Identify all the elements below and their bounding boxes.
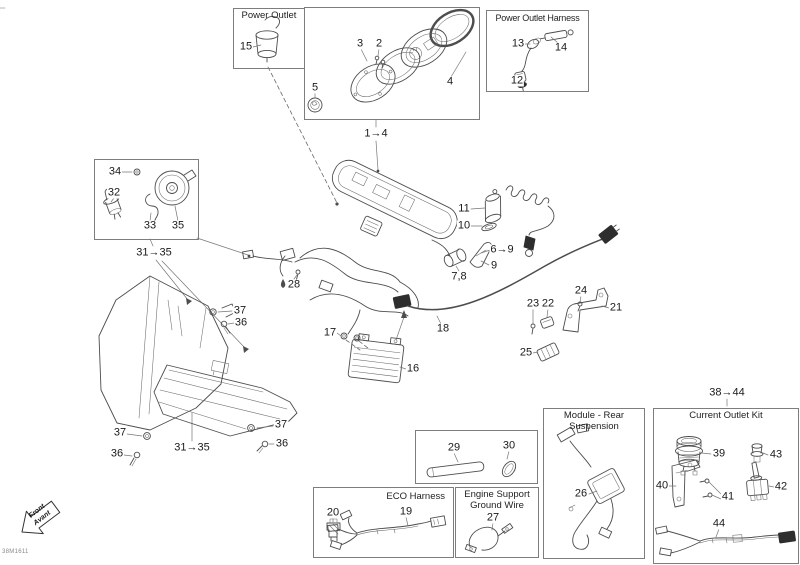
callout-2: 2 <box>374 37 384 50</box>
leader-lines <box>110 36 775 538</box>
callout-37-b: 37 <box>112 426 128 439</box>
engine-support-ground-wire-box: Engine Support Ground Wire <box>455 487 539 558</box>
headlight-fasteners-drawing <box>129 308 269 467</box>
callout-35: 35 <box>170 219 186 232</box>
ground-wire-box-title-line1: Engine Support <box>464 489 530 500</box>
headlight-bulb-kit-box <box>94 159 199 240</box>
power-outlet-harness-box: Power Outlet Harness <box>486 10 589 92</box>
figure-code: 38M1611 <box>2 549 29 555</box>
callout-17: 17 <box>322 326 338 339</box>
callout-1-4: 1→4 <box>363 127 389 140</box>
callout-15: 15 <box>238 40 254 53</box>
callout-30: 30 <box>501 439 517 452</box>
callout-24: 24 <box>573 284 589 297</box>
main-harness-drawing <box>242 159 458 351</box>
gauge-cluster-drawing <box>307 8 475 113</box>
current-outlet-kit-box: Current Outlet Kit <box>653 408 799 564</box>
callout-31-35-top: 31→35 <box>135 246 173 259</box>
current-outlet-kit-box-title: Current Outlet Kit <box>689 410 763 421</box>
callout-22: 22 <box>540 297 556 310</box>
eco-harness-drawing <box>326 509 447 550</box>
callout-3: 3 <box>355 37 365 50</box>
current-outlet-kit-drawing <box>655 436 796 557</box>
callout-9: 9 <box>489 259 499 272</box>
power-outlet-box: Power Outlet <box>233 8 305 69</box>
callout-44: 44 <box>711 517 727 530</box>
connector-lines <box>149 66 728 442</box>
callout-40: 40 <box>654 479 670 492</box>
callout-36-c: 36 <box>274 437 290 450</box>
callout-42: 42 <box>773 480 789 493</box>
callout-23: 23 <box>525 297 541 310</box>
callout-10: 10 <box>456 219 472 232</box>
callout-29: 29 <box>446 441 462 454</box>
voltage-regulator-drawing <box>347 333 405 384</box>
callout-26: 26 <box>573 487 589 500</box>
callout-16: 16 <box>405 362 421 375</box>
headlight-lens-drawing <box>153 364 298 437</box>
callout-25: 25 <box>518 346 534 359</box>
module-rear-suspension-box: Module - Rear Suspension <box>543 408 645 559</box>
callout-5: 5 <box>310 81 320 94</box>
eco-harness-box-title: ECO Harness <box>386 491 445 502</box>
callout-38-44: 38→44 <box>708 386 746 399</box>
callout-21: 21 <box>608 301 624 314</box>
callout-31-35-bottom: 31→35 <box>173 441 211 454</box>
callout-4: 4 <box>445 75 455 88</box>
power-outlet-harness-box-title: Power Outlet Harness <box>495 13 580 23</box>
callout-18: 18 <box>435 322 451 335</box>
front-direction-arrow: Front Avant <box>21 500 61 535</box>
gauge-cluster-box <box>304 7 480 120</box>
callout-7-8: 7,8 <box>450 270 468 283</box>
callout-33: 33 <box>142 219 158 232</box>
callout-6-9: 6→9 <box>489 243 515 256</box>
callout-39: 39 <box>711 447 727 460</box>
callout-32: 32 <box>106 186 122 199</box>
strip-kit-box <box>415 430 538 484</box>
callout-43: 43 <box>768 448 784 461</box>
callout-20: 20 <box>325 506 341 519</box>
headlight-housing-drawing <box>98 275 237 431</box>
module-box-title-line1: Module - Rear <box>563 410 625 421</box>
module-box-title-line2: Suspension <box>569 420 619 432</box>
callout-36-a: 36 <box>233 316 249 329</box>
callout-14: 14 <box>553 41 569 54</box>
callout-28: 28 <box>286 278 302 291</box>
ground-wire-box-title-line2: Ground Wire <box>470 499 524 511</box>
callout-34: 34 <box>107 165 123 178</box>
rear-suspension-module-drawing <box>556 423 625 550</box>
tether-cord-drawing <box>505 185 555 257</box>
harness-18-drawing <box>407 224 620 311</box>
callout-37-a: 37 <box>232 304 248 317</box>
eco-harness-box: ECO Harness <box>313 487 454 558</box>
callout-36-b: 36 <box>109 447 125 460</box>
callout-12: 12 <box>509 74 525 87</box>
power-outlet-part-drawing <box>255 15 281 63</box>
callout-13: 13 <box>510 37 526 50</box>
callout-37-c: 37 <box>273 418 289 431</box>
power-outlet-box-title: Power Outlet <box>241 10 297 21</box>
callout-11: 11 <box>457 202 471 215</box>
dess-switch-drawing <box>443 189 502 268</box>
callout-19: 19 <box>398 505 414 518</box>
callout-41: 41 <box>720 490 736 503</box>
ground-wire-drawing <box>464 523 514 553</box>
callout-27: 27 <box>485 511 501 524</box>
strip-kit-drawing <box>426 460 517 478</box>
